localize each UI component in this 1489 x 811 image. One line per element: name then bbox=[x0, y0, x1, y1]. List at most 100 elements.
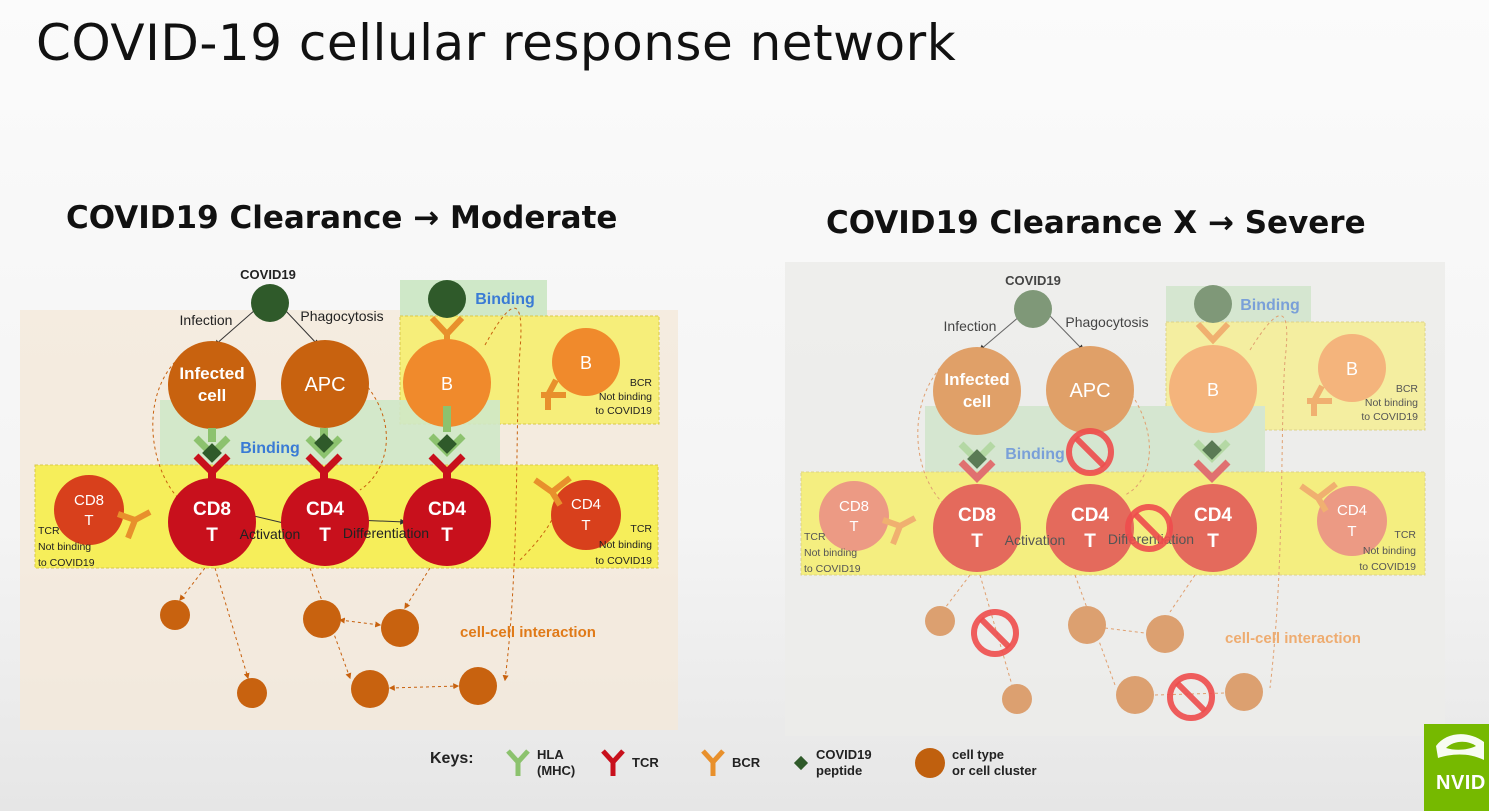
cell-cluster bbox=[1002, 684, 1032, 714]
cd4-side-label: T bbox=[1347, 523, 1356, 540]
key-label: cell type bbox=[952, 747, 1005, 762]
tcr-note: Not binding bbox=[1363, 545, 1416, 557]
logo-text: NVID bbox=[1436, 772, 1486, 794]
infected-cell-label: Infected bbox=[179, 364, 244, 383]
cd8-t-cell-side bbox=[54, 475, 124, 545]
cluster-arrow bbox=[309, 567, 352, 680]
bcr-note: BCR bbox=[630, 377, 653, 389]
cd4-t-cell-side bbox=[551, 480, 621, 550]
interaction-arrow bbox=[388, 683, 460, 691]
cell-cluster bbox=[459, 667, 497, 705]
left-network-diagram: COVID19 Infection Phagocytosis Binding B… bbox=[20, 267, 678, 730]
cell-cluster bbox=[303, 600, 341, 638]
bcr-note: to COVID19 bbox=[595, 405, 652, 417]
covid-peptide-icon bbox=[202, 443, 222, 463]
tcr-note: TCR bbox=[804, 531, 826, 543]
infection-arrow bbox=[979, 315, 1021, 351]
b-cell-side bbox=[1318, 334, 1386, 402]
covid-peptide-icon bbox=[314, 433, 334, 453]
bcr-note: BCR bbox=[1396, 383, 1419, 395]
cell-interaction-label: cell-cell interaction bbox=[1225, 630, 1361, 647]
binding-complex bbox=[193, 428, 231, 482]
tcr-note: Not binding bbox=[804, 547, 857, 559]
b-cell-label: B bbox=[441, 374, 453, 394]
b-cell-main bbox=[403, 339, 491, 427]
hla-receptor-icon bbox=[208, 428, 216, 442]
tcr-note: to COVID19 bbox=[804, 563, 861, 575]
cell-cluster bbox=[351, 670, 389, 708]
bcr-receptor-icon bbox=[1195, 321, 1231, 345]
b-cell-label: B bbox=[1207, 380, 1219, 400]
cd8-t-cell bbox=[933, 484, 1021, 572]
covid19-virus-binding bbox=[428, 280, 466, 318]
cd4-side-label: T bbox=[581, 517, 590, 534]
hla-receptor-icon bbox=[443, 406, 451, 432]
covid-peptide-icon bbox=[793, 755, 809, 771]
virus-label: COVID19 bbox=[1005, 273, 1061, 288]
tcr-receptor-icon bbox=[533, 475, 572, 507]
key-label: COVID19 bbox=[816, 747, 872, 762]
key-label: TCR bbox=[632, 755, 659, 770]
tcr-note: Not binding bbox=[599, 539, 652, 551]
tcr-note: to COVID19 bbox=[595, 555, 652, 567]
bcr-note: Not binding bbox=[1365, 397, 1418, 409]
cd4-label: T bbox=[441, 525, 453, 546]
cluster-arrow bbox=[944, 574, 971, 609]
cluster-arrow bbox=[1169, 574, 1196, 613]
apc-label: APC bbox=[304, 374, 345, 396]
covid19-virus bbox=[1014, 290, 1052, 328]
tcr-note: to COVID19 bbox=[1359, 561, 1416, 573]
binding-label: Binding bbox=[240, 440, 300, 457]
nvidia-eye-icon bbox=[1436, 734, 1484, 760]
bcr-receptor-icon bbox=[701, 749, 725, 776]
cell-cluster bbox=[1068, 606, 1106, 644]
cd8-label: T bbox=[206, 525, 218, 546]
cd8-side-label: T bbox=[849, 518, 858, 535]
activation-label: Activation bbox=[1005, 532, 1066, 548]
apc-label: APC bbox=[1069, 380, 1110, 402]
infected-cell-label: Infected bbox=[944, 370, 1009, 389]
bcr-receptor-icon bbox=[1307, 384, 1332, 416]
cd4-label: CD4 bbox=[1071, 505, 1109, 526]
tcr-note: TCR bbox=[1394, 529, 1416, 541]
cell-cluster bbox=[237, 678, 267, 708]
covid-peptide-icon bbox=[437, 434, 457, 454]
bcr-note: Not binding bbox=[599, 391, 652, 403]
cluster-arrow bbox=[979, 574, 1013, 686]
cluster-arrow bbox=[1074, 574, 1116, 686]
cell-cluster bbox=[925, 606, 955, 636]
feedback-arrow bbox=[359, 377, 387, 491]
infection-arrow bbox=[214, 309, 256, 346]
tcr-note: to COVID19 bbox=[38, 557, 95, 569]
block-sign-icon bbox=[1066, 428, 1114, 476]
hla-receptor-icon bbox=[506, 749, 530, 776]
b-cell-side bbox=[552, 328, 620, 396]
binding-label: Binding bbox=[475, 291, 535, 308]
cd8-side-label: CD8 bbox=[74, 492, 104, 509]
differentiation-label: Differentiation bbox=[343, 525, 429, 541]
binding-label: Binding bbox=[1005, 446, 1065, 463]
key-cell-type: cell type or cell cluster bbox=[914, 738, 1037, 788]
feedback-arrow bbox=[1124, 384, 1150, 496]
phagocytosis-label: Phagocytosis bbox=[300, 308, 383, 324]
cluster-arrow bbox=[214, 567, 250, 680]
keys-title: Keys: bbox=[430, 750, 474, 767]
cell-cluster bbox=[1146, 615, 1184, 653]
hla-receptor-icon bbox=[305, 435, 343, 459]
apc-cell bbox=[1046, 346, 1134, 434]
phagocytosis-arrow bbox=[1049, 315, 1084, 351]
infection-label: Infection bbox=[944, 318, 997, 334]
binding-label: Binding bbox=[1240, 297, 1300, 314]
tcr-note: TCR bbox=[38, 525, 60, 537]
left-panel-title: COVID19 Clearance → Moderate bbox=[66, 200, 618, 236]
key-peptide: COVID19 peptide bbox=[792, 738, 872, 788]
nvidia-logo: NVID bbox=[1424, 724, 1489, 811]
cd8-label: CD8 bbox=[958, 505, 996, 526]
cd8-label: CD8 bbox=[193, 499, 231, 520]
cell-interaction-label: cell-cell interaction bbox=[460, 624, 596, 641]
cd4-label: CD4 bbox=[1194, 505, 1232, 526]
cd8-t-cell bbox=[168, 478, 256, 566]
feedback-arrow bbox=[1249, 315, 1288, 689]
tcr-receptor-icon bbox=[882, 515, 917, 546]
right-panel-title: COVID19 Clearance X → Severe bbox=[826, 205, 1366, 241]
